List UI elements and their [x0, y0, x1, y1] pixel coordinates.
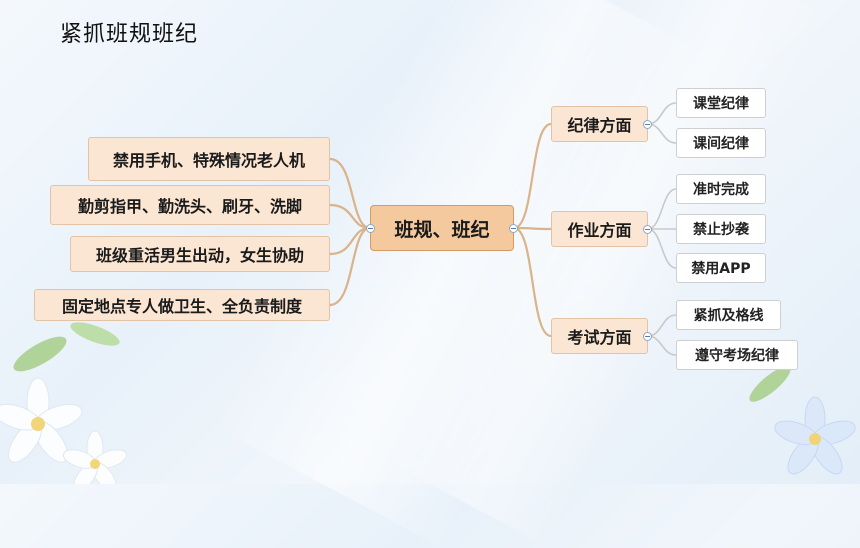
left-topic-phone[interactable]: 禁用手机、特殊情况老人机: [88, 137, 330, 181]
collapse-discipline-icon[interactable]: [643, 120, 652, 129]
right-topic-discipline[interactable]: 纪律方面: [551, 106, 648, 142]
collapse-homework-icon[interactable]: [643, 225, 652, 234]
left-topic-cleaning[interactable]: 固定地点专人做卫生、全负责制度: [34, 289, 330, 321]
right-topic-exam[interactable]: 考试方面: [551, 318, 648, 354]
collapse-left-icon[interactable]: [366, 224, 375, 233]
leaf-on-time[interactable]: 准时完成: [676, 174, 766, 204]
connector-lines: [328, 102, 677, 356]
central-topic[interactable]: 班规、班纪: [370, 205, 514, 251]
left-topic-hygiene[interactable]: 勤剪指甲、勤洗头、刷牙、洗脚: [50, 185, 330, 225]
leaf-no-copying[interactable]: 禁止抄袭: [676, 214, 766, 244]
collapse-exam-icon[interactable]: [643, 332, 652, 341]
left-topic-chores[interactable]: 班级重活男生出动，女生协助: [70, 236, 330, 272]
leaf-exam-rules[interactable]: 遵守考场纪律: [676, 340, 798, 370]
leaf-break-discipline[interactable]: 课间纪律: [676, 128, 766, 158]
leaf-no-app[interactable]: 禁用APP: [676, 253, 766, 283]
flower-decoration-left: [0, 322, 128, 484]
page-title: 紧抓班规班纪: [60, 22, 199, 47]
right-topic-homework[interactable]: 作业方面: [551, 211, 648, 247]
flower-decoration-right: [749, 366, 856, 475]
collapse-right-icon[interactable]: [509, 224, 518, 233]
leaf-pass-line[interactable]: 紧抓及格线: [676, 300, 781, 330]
leaf-class-discipline[interactable]: 课堂纪律: [676, 88, 766, 118]
